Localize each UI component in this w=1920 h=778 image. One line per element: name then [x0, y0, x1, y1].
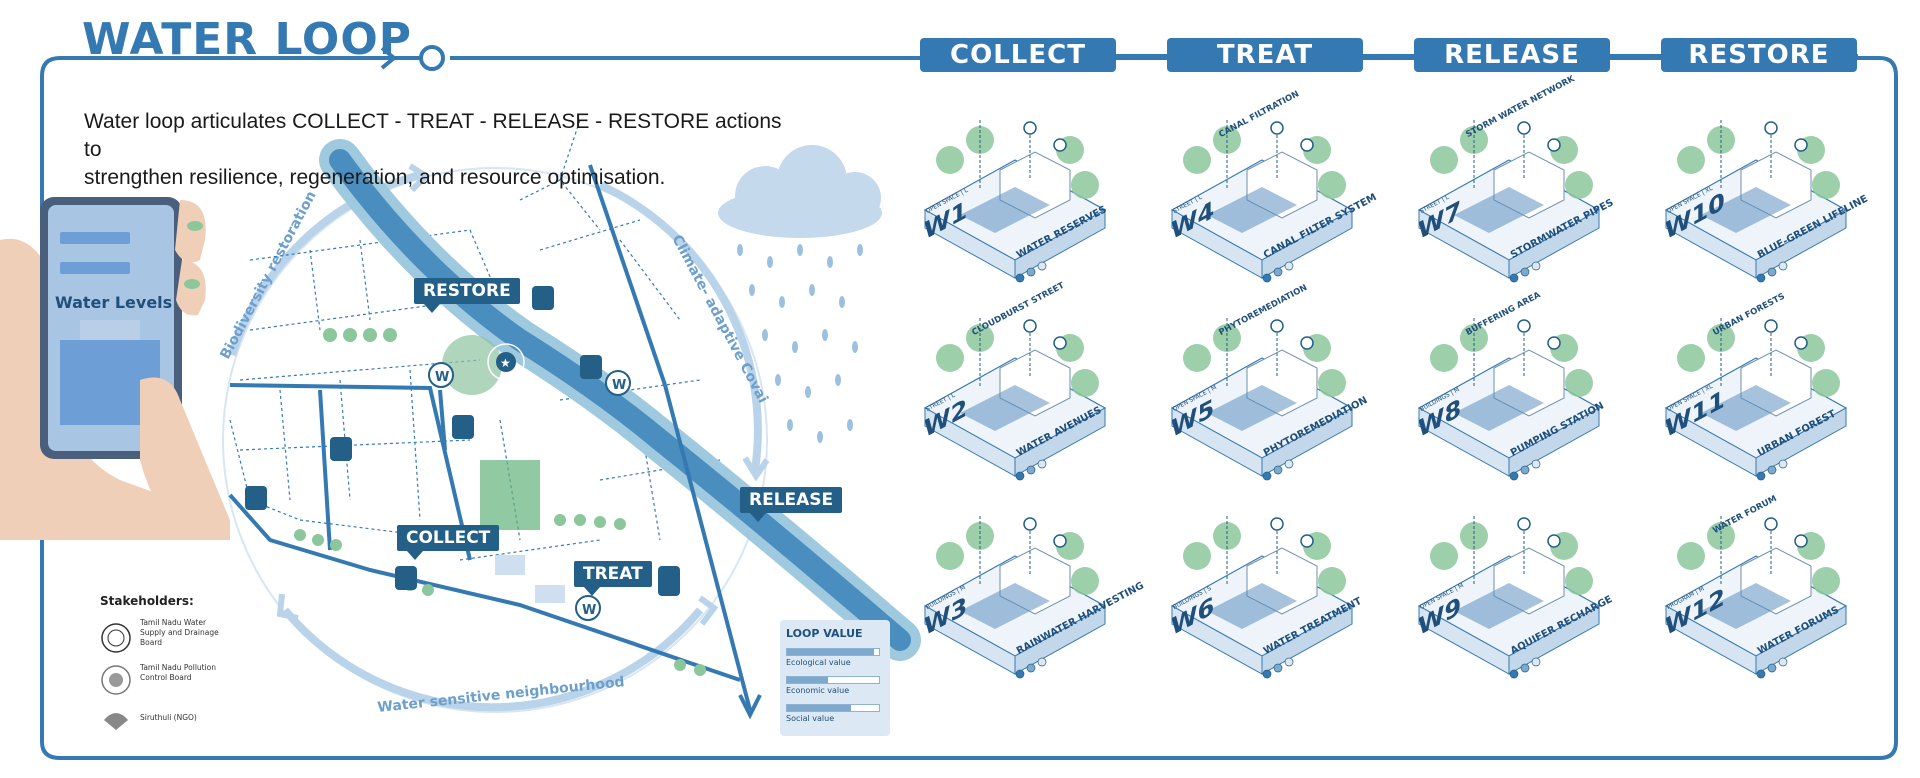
treat-tank — [535, 585, 565, 603]
arc-biodiversity-arrow — [408, 163, 431, 193]
callout-release: RELEASE — [740, 487, 843, 522]
loop-fill-social — [787, 705, 852, 711]
collect-tank — [495, 555, 525, 575]
loop-fill-ecological — [787, 649, 875, 655]
card-w5 — [1170, 318, 1354, 481]
callout-treat: TREAT — [574, 561, 652, 596]
phone-illustration — [0, 197, 230, 540]
water-drop-badges — [245, 286, 680, 596]
stakeholder-3: Siruthuli (NGO) — [140, 713, 197, 722]
intro-line-1: Water loop articulates COLLECT - TREAT -… — [84, 110, 782, 161]
arc-label-left: Biodiversity restoration — [217, 189, 319, 362]
loop-label-ecological: Ecological value — [786, 658, 851, 667]
arc-climate — [598, 181, 762, 471]
stage-treat: TREAT — [1167, 38, 1363, 72]
stage-release: RELEASE — [1414, 38, 1610, 72]
loop-node — [419, 45, 445, 71]
card-w6 — [1170, 516, 1354, 679]
card-w11 — [1664, 318, 1848, 481]
phone-water-levels: Water Levels — [55, 293, 173, 312]
card-w3 — [923, 516, 1107, 679]
stakeholder-2: Tamil Nadu Pollution Control Board — [140, 663, 217, 682]
rain-drops — [737, 244, 863, 443]
card-w2 — [923, 318, 1107, 481]
arc-neighbourhood — [281, 607, 704, 712]
loop-bar-social — [786, 704, 880, 712]
page-title: WATER LOOP — [82, 14, 412, 65]
stage-collect: COLLECT — [920, 38, 1116, 72]
collect-basin — [480, 460, 540, 530]
card-w10 — [1664, 120, 1848, 283]
card-w8 — [1417, 318, 1601, 481]
restore-ring — [487, 343, 525, 381]
stakeholders-title: Stakeholders: — [100, 594, 194, 608]
intro-line-2: strengthen resilience, regeneration, and… — [84, 166, 666, 189]
stage-restore: RESTORE — [1661, 38, 1857, 72]
pipe-outlet-arrow — [738, 694, 762, 720]
stakeholder-1: Tamil Nadu Water Supply and Drainage Boa… — [140, 618, 219, 647]
intro-text: Water loop articulates COLLECT - TREAT -… — [84, 108, 804, 192]
loop-bar-economic — [786, 676, 880, 684]
loop-circle — [222, 167, 768, 713]
title-arrowhead — [380, 46, 398, 70]
w-marker-2: W — [612, 378, 626, 393]
star-node — [496, 352, 516, 372]
callout-restore: RESTORE — [414, 278, 520, 313]
stakeholder-logos — [101, 623, 131, 730]
arc-label-right: Climate- adaptive Covai — [668, 232, 770, 405]
w-marker-1: W — [435, 370, 449, 385]
loop-fill-economic — [787, 677, 829, 683]
arc-release-arrow — [698, 595, 719, 626]
restore-wetland — [442, 335, 502, 395]
star-icon: ★ — [500, 356, 511, 370]
arc-climate-arrow — [742, 456, 770, 482]
loop-bar-ecological — [786, 648, 880, 656]
callout-collect: COLLECT — [397, 525, 500, 560]
card-grid — [923, 120, 1848, 679]
card-w1 — [923, 120, 1107, 283]
card-w7 — [1417, 120, 1601, 283]
arc-neighbourhood-arrow — [276, 593, 299, 621]
card-w12 — [1664, 516, 1848, 679]
w-marker-3: W — [582, 603, 596, 618]
loop-label-social: Social value — [786, 714, 835, 723]
rain-cloud — [718, 145, 882, 238]
card-w4 — [1170, 120, 1354, 283]
w-markers — [428, 362, 631, 621]
pipe-network — [228, 164, 752, 711]
loop-label-economic: Economic value — [786, 686, 850, 695]
river — [329, 149, 911, 651]
loop-value-title: LOOP VALUE — [786, 627, 863, 640]
card-w9 — [1417, 516, 1601, 679]
frame-border — [40, 56, 1898, 760]
